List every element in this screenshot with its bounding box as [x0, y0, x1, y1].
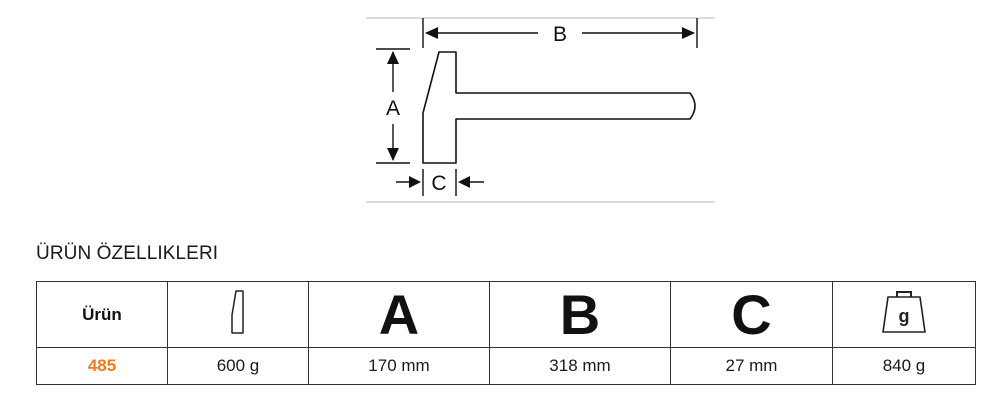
header-total-weight: g: [832, 281, 976, 348]
hammer-dimension-diagram: B A C: [366, 17, 715, 203]
dimension-b-label: B: [553, 23, 567, 46]
dimension-c-arrow-left: [409, 176, 421, 188]
table-header-row: Ürün A B C g: [36, 281, 976, 348]
header-product-label: Ürün: [82, 304, 122, 324]
dimension-a-arrow-down: [387, 148, 399, 161]
dimension-a-arrow-up: [387, 51, 399, 64]
header-c-label: C: [731, 282, 772, 346]
cell-dimension-c: 27 mm: [670, 347, 833, 385]
section-title: ÜRÜN ÖZELLIKLERI: [36, 243, 219, 264]
weight-icon: g: [882, 291, 926, 333]
cell-dimension-b: 318 mm: [489, 347, 671, 385]
total-weight-value: 840 g: [882, 356, 926, 375]
header-head-weight: [167, 281, 309, 348]
header-product: Ürün: [36, 281, 168, 348]
header-dimension-a: A: [308, 281, 490, 348]
dimension-a-label: A: [386, 97, 400, 120]
hammer-outline: [422, 51, 696, 164]
header-b-label: B: [559, 282, 601, 346]
dimension-c-label: C: [431, 172, 446, 195]
head-weight-value: 600 g: [216, 356, 260, 375]
dimension-b-arrow-right: [682, 27, 695, 39]
cell-product-code: 485: [36, 347, 168, 385]
hammer-head-icon: [231, 290, 244, 334]
header-a-label: A: [378, 282, 420, 346]
header-dimension-b: B: [489, 281, 671, 348]
table-row: 485 600 g 170 mm 318 mm 27 mm 840 g: [36, 347, 976, 385]
dimension-b-value: 318 mm: [549, 356, 611, 375]
product-specs-table: Ürün A B C g 485 600 g: [36, 281, 976, 385]
cell-total-weight: 840 g: [832, 347, 976, 385]
dimension-a-value: 170 mm: [368, 356, 430, 375]
product-code: 485: [87, 356, 117, 375]
dimension-c-value: 27 mm: [725, 356, 778, 375]
weight-icon-glyph: g: [899, 306, 910, 326]
dimension-b-arrow-left: [425, 27, 438, 39]
cell-dimension-a: 170 mm: [308, 347, 490, 385]
cell-head-weight: 600 g: [167, 347, 309, 385]
header-dimension-c: C: [670, 281, 833, 348]
dimension-c-arrow-right: [458, 176, 470, 188]
